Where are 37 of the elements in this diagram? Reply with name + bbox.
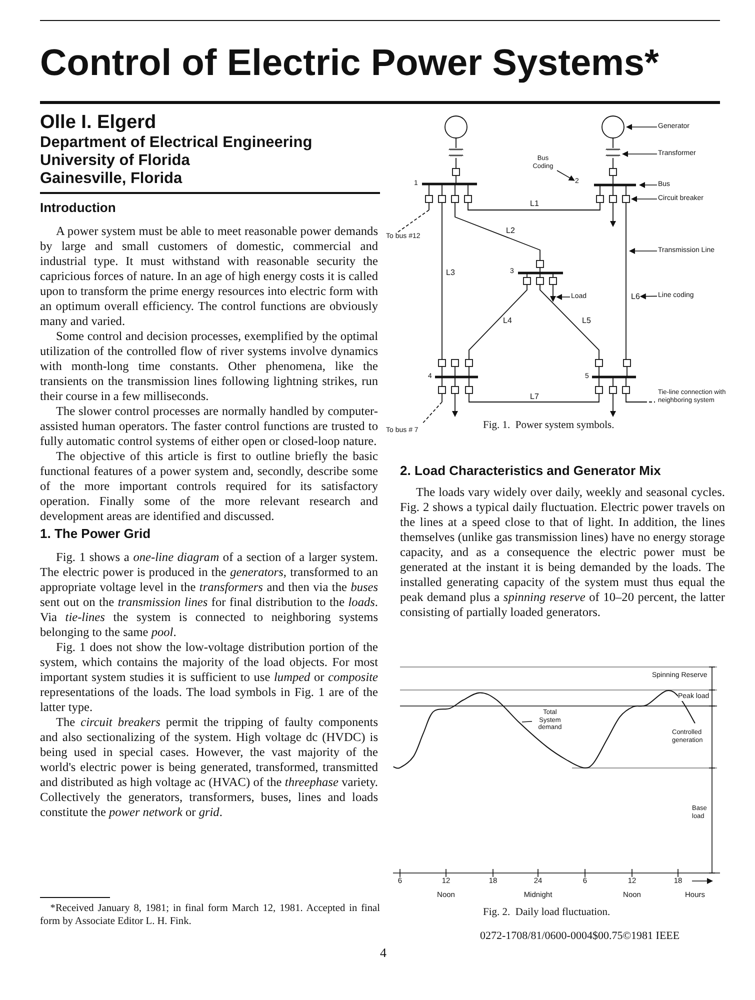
affiliation-line: Department of Electrical Engineering	[40, 134, 314, 152]
leader-line	[640, 293, 658, 300]
copyright-line: 0272-1708/81/0600-0004$00.75©1981 IEEE	[480, 930, 680, 943]
affiliation-line: University of Florida	[40, 152, 191, 170]
leader-line	[626, 124, 658, 130]
body-paragraph: The circuit breakers permit the tripping of faulty components and also sectionalizing of the system. High voltage dc (HVDC) is being used in special cases. However, the vast majority of the world's electric power is being generated, transformed, transmitted and distributed as high voltage ac (HVAC) of the threephase variety. Collectively the generators, transformers, buses, lines and loads constitute the power network or grid.	[40, 715, 378, 820]
line-name: L7	[530, 392, 539, 401]
section-heading: 1. The Power Grid	[40, 526, 152, 542]
page-title: Control of Electric Power Systems*	[40, 42, 659, 84]
section-heading: 2. Load Characteristics and Generator Mix	[400, 463, 662, 479]
leader-line	[522, 721, 532, 722]
body-paragraph: The loads vary widely over daily, weekly and seasonal cycles. Fig. 2 shows a typical daily fluctuation. Electric power travels on the lines at a speed close to that of light. In addition, the lines themselves (unlike gas transmission lines) have no energy storage capacity, and as a consequence the electric power must be generated at the instant it is being demanded by the loads. The installed generating capacity of the system must thus equal the peak demand plus a spinning reserve of 10–20 percent, the latter consisting of partially loaded generators.	[400, 485, 725, 620]
section-heading: Introduction	[40, 200, 117, 216]
body-paragraph: Fig. 1 does not show the low-voltage distribution portion of the system, which contains the majority of the load objects. For most important system studies it is sufficient to use lumped or composite representations of the loads. The load symbols in Fig. 1 are of the latter type.	[40, 640, 378, 715]
body-paragraph: The slower control processes are normally handled by computer-assisted human operators. The faster control functions are trusted to fully automatic control systems of either open or closed-loop nature.	[40, 404, 378, 449]
body-paragraph: A power system must be able to meet reasonable power demands by large and small customers of domestic, commercial and industrial type. It must withstand with reasonable security the capricious forces of nature. In an age of high energy costs it is called upon to transform the prime energy resources into electric form with an optimum overall efficiency. The control functions are obviously many and varied.	[40, 224, 378, 329]
leader-line	[556, 294, 570, 300]
footnote: *Received January 8, 1981; in final form March 12, 1981. Accepted in final form by Associate Editor L. H. Fink.	[40, 903, 380, 928]
author-name: Olle I. Elgerd	[40, 112, 158, 134]
line-name: L5	[582, 316, 591, 325]
figure-caption: Fig. 1. Power system symbols.	[483, 420, 614, 432]
leader-line	[622, 151, 658, 157]
figure-caption: Fig. 2. Daily load fluctuation.	[483, 907, 610, 919]
affiliation-line: Gainesville, Florida	[40, 170, 184, 188]
body-paragraph: The objective of this article is first to outline briefly the basic functional features of a power system and, secondly, describe some of the more important controls required for its satisfactory operation. Finally some of the more relevant research and development areas are identified and discussed.	[40, 449, 378, 524]
leader-line	[629, 248, 658, 254]
body-paragraph: Some control and decision processes, exemplified by the optimal utilization of the controlled flow of river systems involve dynamics with month-long time constants. Other phenomena, like the transients on the transmission lines following lightning strikes, run their course in a few milliseconds.	[40, 329, 378, 404]
line-name: L2	[506, 226, 515, 235]
leader-line	[639, 182, 658, 188]
leader-line	[631, 196, 658, 202]
leader-line	[556, 170, 575, 181]
page-number: 4	[380, 946, 386, 960]
body-paragraph: Fig. 1 shows a one-line diagram of a section of a larger system. The electric power is produced in the generators, transformed to an appropriate voltage level in the transformers and then via the buses sent out on the transmission lines for final distribution to the loads. Via tie-lines the system is connected to neighboring systems belonging to the same pool.	[40, 550, 378, 640]
line-name: L3	[446, 268, 455, 277]
line-name: L1	[530, 199, 539, 208]
line-name: L6	[631, 292, 640, 301]
line-name: L4	[503, 316, 512, 325]
